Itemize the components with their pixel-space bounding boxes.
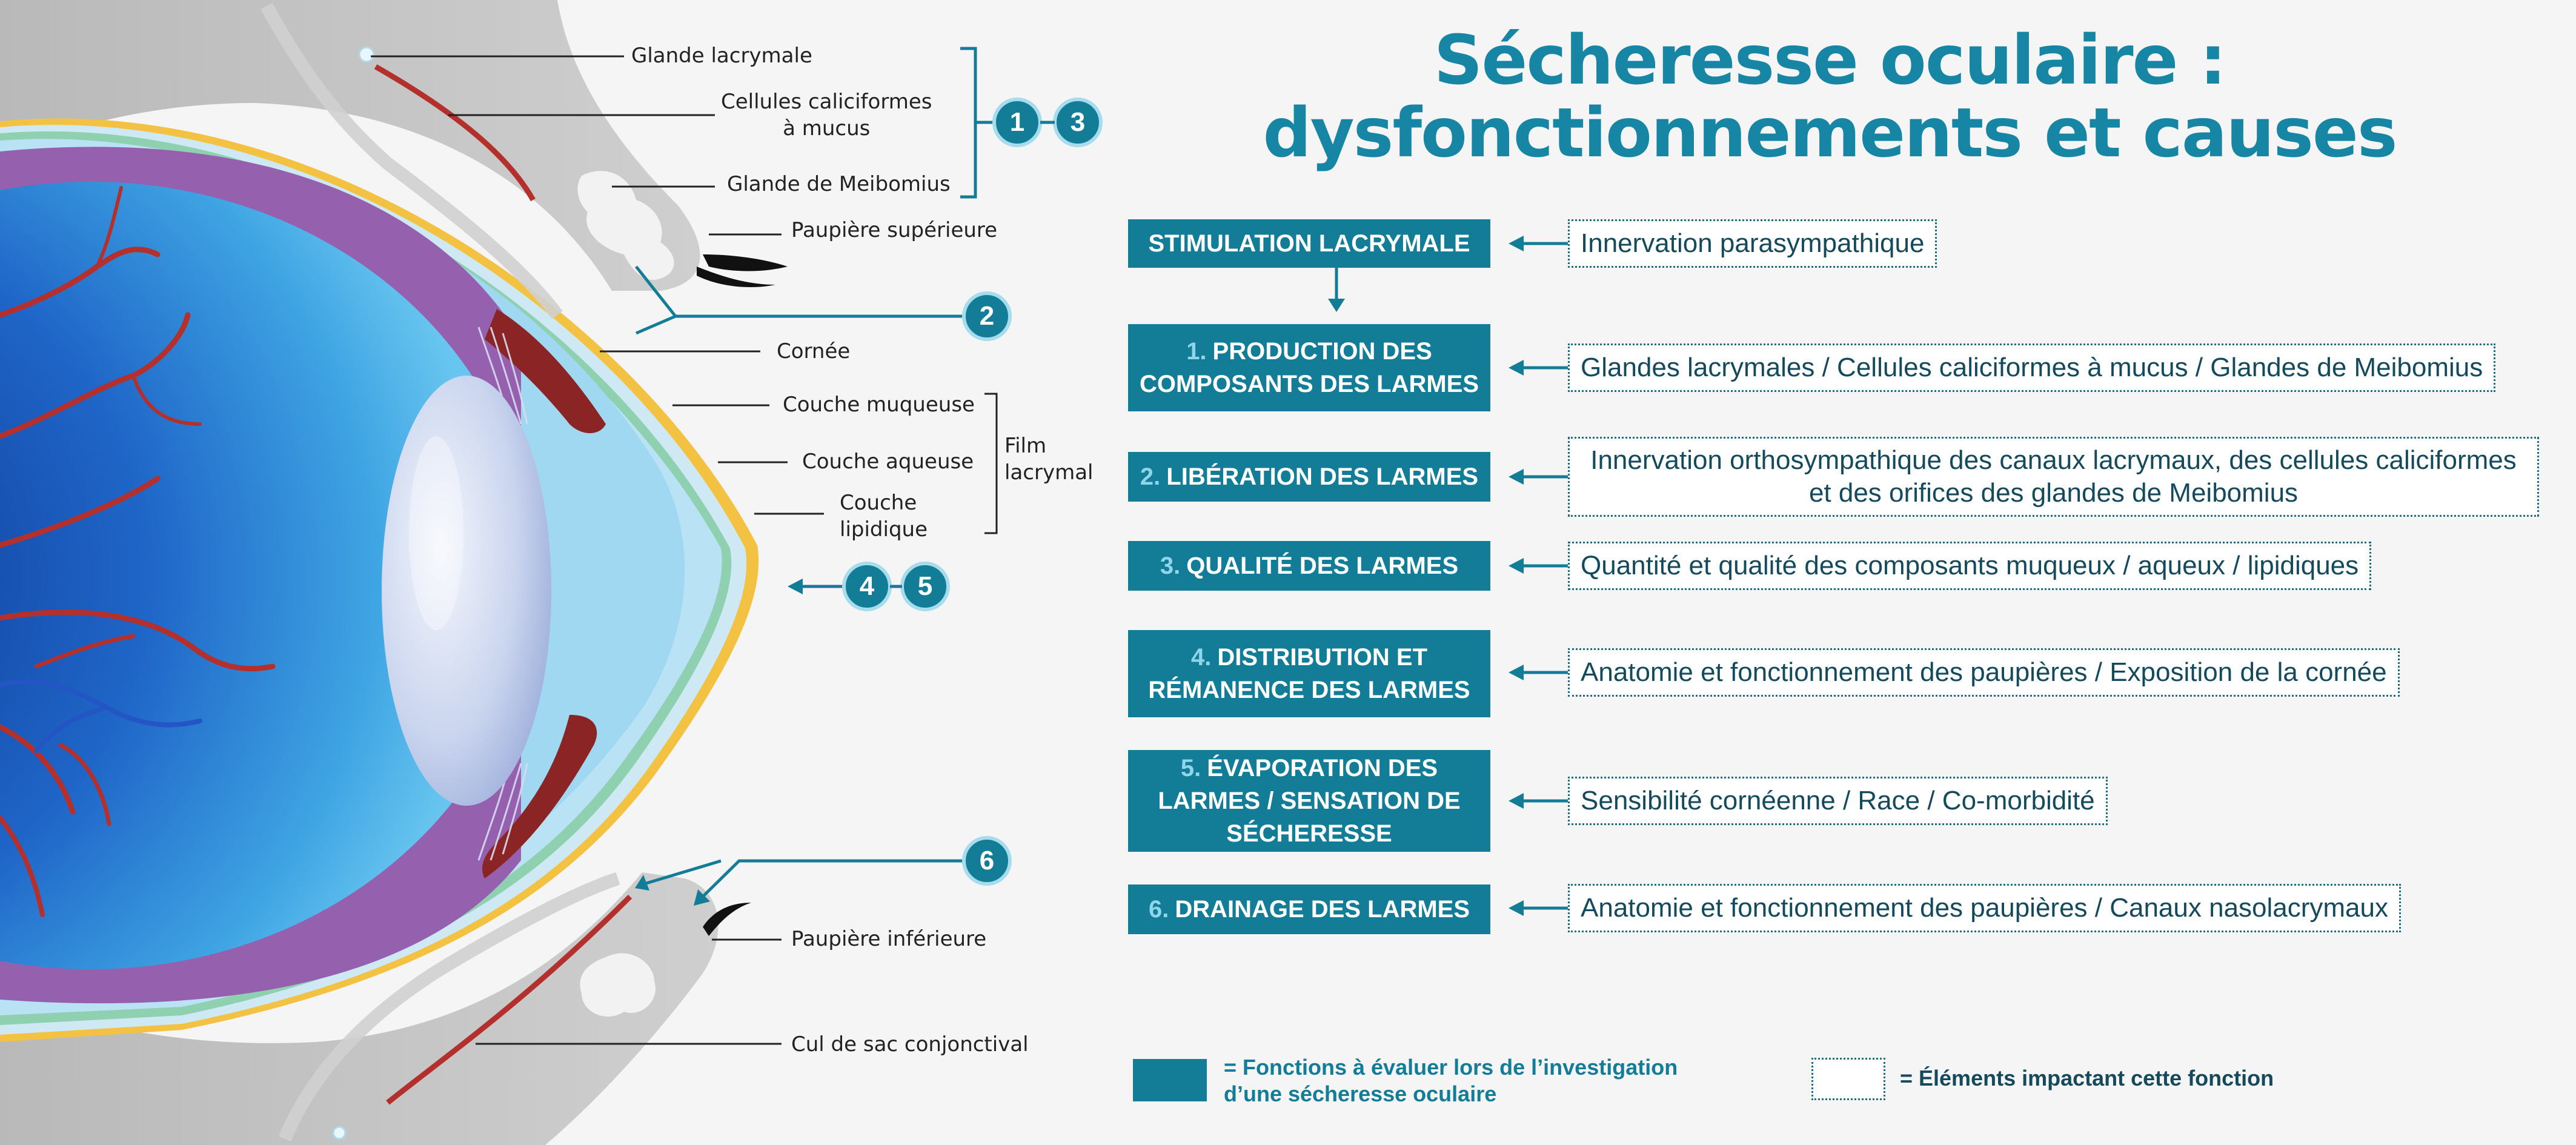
upper-lid-rim — [261, 2, 563, 319]
label-film-line2: lacrymal — [1004, 460, 1094, 485]
ciliary-lower — [482, 715, 597, 878]
bracket-1-3 — [960, 47, 997, 199]
label-glande-lacrymale: Glande lacrymale — [631, 44, 812, 68]
function-label: LIBÉRATION DES LARMES — [1166, 463, 1479, 490]
label-cornee: Cornée — [777, 339, 851, 363]
badge-4: 4 — [859, 571, 875, 601]
punctum-dot — [332, 1126, 347, 1140]
function-box-5: 5.ÉVAPORATION DES LARMES / SENSATION DE … — [1128, 750, 1490, 852]
label-paupiere-inferieure: Paupière inférieure — [791, 927, 987, 951]
legend-filled-text: = Fonctions à évaluer lors de l’investig… — [1224, 1054, 1678, 1107]
leader-lines — [371, 55, 824, 1045]
arrow-2-line — [635, 265, 963, 335]
factor-box-stimulation: Innervation parasympathique — [1568, 219, 1937, 268]
blood-vessels — [0, 186, 276, 917]
factor-arrows — [1521, 242, 1568, 910]
lower-eyelashes — [703, 903, 751, 936]
lower-lid-rim — [278, 872, 620, 1142]
function-number: 3. — [1160, 553, 1181, 579]
function-label: DISTRIBUTION ET RÉMANENCE DES LARMES — [1148, 644, 1470, 703]
function-box-2: 2.LIBÉRATION DES LARMES — [1128, 452, 1490, 502]
arrow-4-5-head — [788, 579, 803, 594]
label-cellules-line2: à mucus — [783, 116, 871, 141]
ciliary-upper — [485, 309, 606, 433]
lacrimal-gland-dot — [358, 46, 375, 63]
function-label: DRAINAGE DES LARMES — [1175, 896, 1470, 923]
lower-lid-vessel — [386, 894, 632, 1105]
label-cellules-line1: Cellules caliciformes — [721, 90, 932, 114]
legend-filled-line2: d’une sécheresse oculaire — [1224, 1081, 1497, 1106]
badge-3: 3 — [1070, 107, 1086, 137]
label-cul-de-sac: Cul de sac conjonctival — [791, 1032, 1029, 1057]
page-title: Sécheresse oculaire : dysfonctionnements… — [1133, 24, 2526, 170]
veins — [0, 679, 202, 754]
function-number: 4. — [1190, 644, 1212, 671]
badge-1: 1 — [1009, 107, 1025, 137]
label-film-lacrymal: Film lacrymal — [1004, 433, 1093, 486]
function-label: PRODUCTION DES COMPOSANTS DES LARMES — [1139, 338, 1479, 397]
badge-5: 5 — [917, 571, 933, 601]
function-box-6: 6.DRAINAGE DES LARMES — [1128, 884, 1490, 934]
title-line2: dysfonctionnements et causes — [1263, 94, 2397, 173]
label-couche-lipidique: Couche lipidique — [840, 490, 928, 543]
flow-arrow-down-head — [1328, 299, 1345, 312]
label-couche-line2: lipidique — [840, 517, 928, 542]
meibomian-gland-upper — [577, 171, 674, 280]
function-box-3: 3.QUALITÉ DES LARMES — [1128, 541, 1490, 591]
lower-lid-shape — [0, 872, 719, 1145]
title-line1: Sécheresse oculaire : — [1433, 21, 2227, 100]
lens — [382, 376, 551, 806]
function-number: 2. — [1140, 463, 1161, 490]
label-cellules-caliciformes: Cellules caliciformes à mucus — [721, 88, 932, 142]
badge-2: 2 — [979, 301, 995, 331]
factor-box-6: Anatomie et fonctionnement des paupières… — [1568, 884, 2401, 932]
upper-eyelashes-2 — [697, 267, 775, 288]
label-paupiere-superieure: Paupière supérieure — [791, 218, 998, 242]
function-number: 1. — [1186, 338, 1207, 365]
function-label: QUALITÉ DES LARMES — [1186, 553, 1459, 579]
factor-box-5: Sensibilité cornéenne / Race / Co-morbid… — [1568, 777, 2108, 825]
film-bracket — [984, 393, 998, 534]
factor-box-1: Glandes lacrymales / Cellules caliciform… — [1568, 344, 2496, 392]
lens-highlight — [409, 436, 463, 630]
function-number: 5. — [1180, 755, 1201, 782]
upper-lid-vessel — [374, 64, 536, 202]
legend-filled-swatch — [1133, 1059, 1207, 1101]
upper-lid-shape — [0, 0, 700, 291]
label-couche-aqueuse: Couche aqueuse — [802, 450, 974, 474]
arrow-6-head-a — [694, 889, 710, 906]
label-film-line1: Film — [1004, 434, 1047, 458]
meibomian-gland-lower — [580, 953, 656, 1017]
factor-box-4: Anatomie et fonctionnement des paupières… — [1568, 648, 2400, 697]
label-couche-line1: Couche — [840, 491, 917, 515]
factor-arrow-heads — [1509, 236, 1524, 916]
legend-dotted-text: = Éléments impactant cette fonction — [1900, 1066, 2274, 1090]
arrow-6-head-b — [635, 875, 649, 891]
factor-box-2: Innervation orthosympathique des canaux … — [1568, 437, 2539, 517]
function-box-4: 4.DISTRIBUTION ET RÉMANENCE DES LARMES — [1128, 630, 1490, 717]
function-box-stimulation: STIMULATION LACRYMALE — [1128, 219, 1490, 268]
legend-filled-line1: = Fonctions à évaluer lors de l’investig… — [1224, 1055, 1678, 1080]
label-glande-meibomius: Glande de Meibomius — [727, 172, 951, 196]
factor-box-3: Quantité et qualité des composants muque… — [1568, 542, 2372, 590]
function-box-1: 1.PRODUCTION DES COMPOSANTS DES LARMES — [1128, 324, 1490, 411]
badge-6: 6 — [979, 846, 995, 875]
legend-dotted-swatch — [1811, 1058, 1885, 1100]
upper-eyelashes — [703, 254, 788, 271]
label-couche-muqueuse: Couche muqueuse — [783, 393, 975, 417]
function-number: 6. — [1148, 896, 1169, 923]
function-label: ÉVAPORATION DES LARMES / SENSATION DE SÉ… — [1158, 755, 1461, 847]
function-label: STIMULATION LACRYMALE — [1148, 230, 1470, 257]
arrow-6-line — [642, 859, 963, 898]
